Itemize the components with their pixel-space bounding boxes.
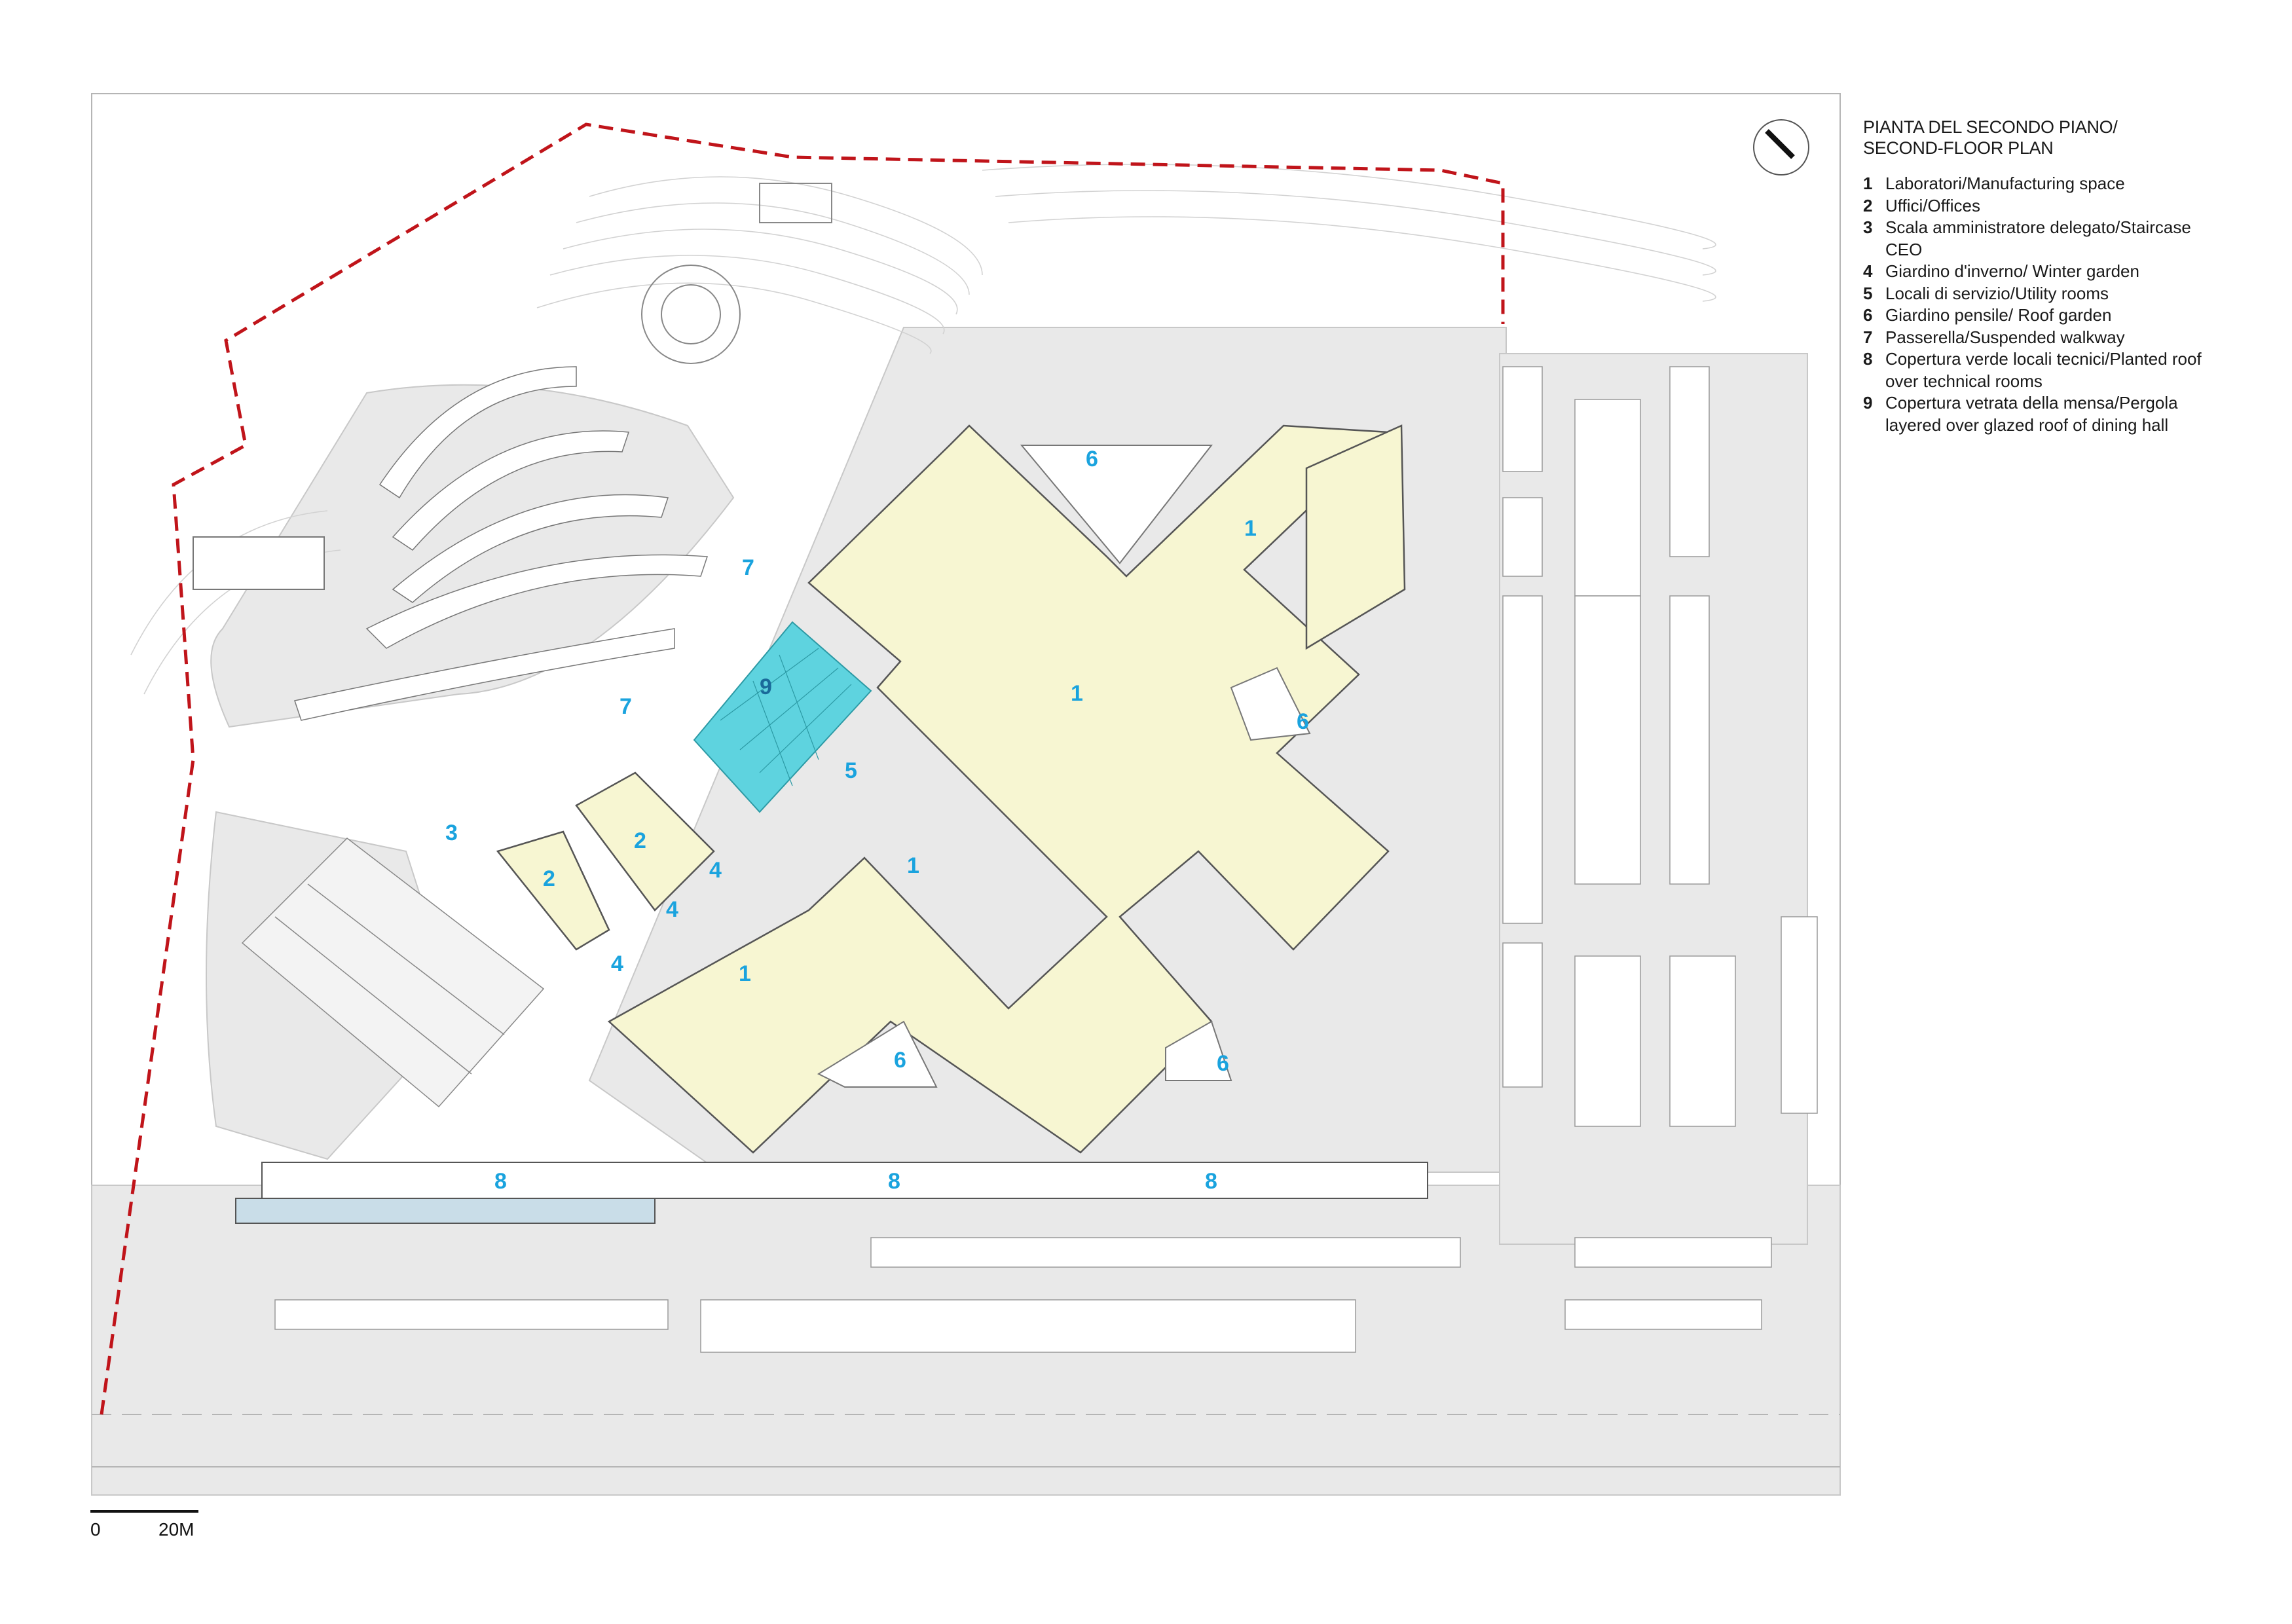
scale-start: 0	[90, 1519, 101, 1540]
legend-text: Giardino pensile/ Roof garden	[1885, 305, 2112, 325]
label-1-d: 1	[739, 961, 751, 986]
legend: PIANTA DEL SECONDO PIANO/ SECOND-FLOOR P…	[1863, 117, 2230, 436]
scale-end: 20M	[158, 1519, 194, 1540]
legend-item-7: 7 Passerella/Suspended walkway	[1863, 327, 2230, 349]
label-6-a: 6	[1086, 447, 1098, 471]
legend-text: Scala amministratore delegato/Staircase …	[1885, 217, 2191, 259]
legend-num: 4	[1863, 261, 1873, 281]
legend-title-line-2: SECOND-FLOOR PLAN	[1863, 138, 2054, 158]
legend-item-8: 8 Copertura verde locali tecnici/Planted …	[1863, 348, 2230, 392]
road	[92, 1414, 1840, 1467]
label-9: 9	[760, 674, 772, 699]
legend-num: 2	[1863, 195, 1873, 215]
legend-num: 1	[1863, 174, 1873, 193]
legend-item-3: 3 Scala amministratore delegato/Staircase…	[1863, 217, 2230, 261]
legend-text: Copertura verde locali tecnici/Planted r…	[1885, 349, 2202, 391]
scale-bar-line	[90, 1510, 198, 1513]
legend-text: Uffici/Offices	[1885, 195, 1980, 215]
label-1-b: 1	[1071, 681, 1083, 706]
legend-num: 7	[1863, 327, 1873, 347]
label-4-c: 4	[611, 951, 623, 976]
label-2-a: 2	[634, 828, 646, 853]
planted-roof-strip	[235, 1162, 1428, 1224]
label-8-b: 8	[888, 1169, 900, 1194]
roof-garden-courts	[817, 445, 1311, 1088]
label-5: 5	[845, 758, 857, 783]
glazed-roof-9	[693, 621, 872, 813]
legend-text: Passerella/Suspended walkway	[1885, 327, 2125, 347]
label-3: 3	[445, 821, 458, 845]
legend-item-5: 5 Locali di servizio/Utility rooms	[1863, 283, 2230, 305]
north-arrow-icon	[1753, 119, 1809, 175]
legend-item-6: 6 Giardino pensile/ Roof garden	[1863, 304, 2230, 327]
legend-title: PIANTA DEL SECONDO PIANO/ SECOND-FLOOR P…	[1863, 117, 2230, 158]
label-6-b: 6	[1297, 709, 1309, 734]
legend-num: 5	[1863, 283, 1873, 303]
terrain-contours	[130, 164, 1716, 695]
area-labels: 1 1 1 1 2 2 3 4 4 4 5 6 6 6 6 7 7 8 8 8 …	[445, 447, 1309, 1194]
legend-num: 9	[1863, 393, 1873, 413]
legend-item-4: 4 Giardino d'inverno/ Winter garden	[1863, 261, 2230, 283]
label-8-a: 8	[494, 1169, 507, 1194]
scale-bar: 0 20M	[90, 1510, 202, 1549]
label-1-c: 1	[907, 853, 919, 878]
legend-num: 6	[1863, 305, 1873, 325]
legend-num: 3	[1863, 217, 1873, 237]
legend-num: 8	[1863, 349, 1873, 369]
label-6-c: 6	[894, 1048, 906, 1073]
label-4-a: 4	[709, 858, 722, 883]
legend-item-9: 9 Copertura vetrata della mensa/Pergola l…	[1863, 392, 2230, 436]
circular-tank	[641, 183, 832, 364]
legend-text: Giardino d'inverno/ Winter garden	[1885, 261, 2139, 281]
greenhouse-grid	[241, 838, 545, 1108]
reflecting-pool	[193, 536, 325, 590]
label-7-b: 7	[619, 694, 632, 719]
parking-bottom	[274, 1237, 1762, 1353]
building-blocks	[496, 424, 1406, 1154]
label-4-b: 4	[666, 897, 678, 922]
legend-text: Locali di servizio/Utility rooms	[1885, 283, 2109, 303]
legend-item-2: 2 Uffici/Offices	[1863, 195, 2230, 217]
legend-item-1: 1 Laboratori/Manufacturing space	[1863, 173, 2230, 195]
canopy-parking	[294, 366, 709, 721]
legend-title-line-1: PIANTA DEL SECONDO PIANO/	[1863, 117, 2118, 137]
site-boundary	[100, 122, 1505, 1415]
legend-text: Laboratori/Manufacturing space	[1885, 174, 2125, 193]
label-2-b: 2	[543, 866, 555, 891]
parking-right	[1502, 366, 1818, 1268]
label-6-d: 6	[1217, 1051, 1229, 1076]
label-8-c: 8	[1205, 1169, 1217, 1194]
legend-text: Copertura vetrata della mensa/Pergola la…	[1885, 393, 2178, 435]
label-7-a: 7	[742, 555, 754, 580]
label-1-a: 1	[1244, 516, 1257, 541]
